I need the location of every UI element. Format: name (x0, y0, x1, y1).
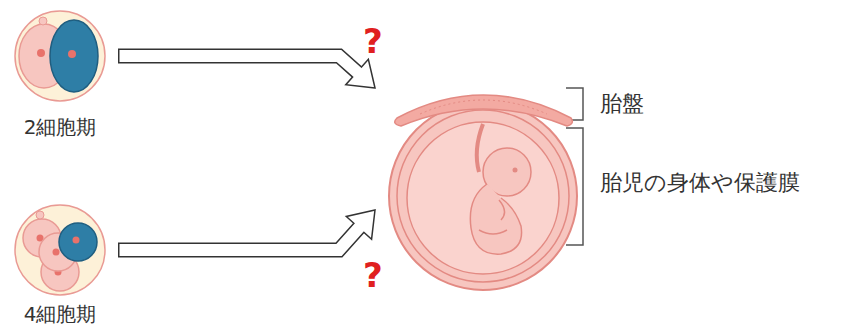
part-label: 胎児の身体や保護膜 (600, 170, 800, 196)
embryo-two-cell: 2細胞期 (10, 4, 110, 144)
question-mark: ? (363, 258, 383, 292)
embryo-illustration (10, 198, 110, 302)
arrow-fill (120, 56, 359, 73)
hollow-arrow (118, 56, 375, 88)
embryo-illustration (10, 4, 110, 108)
stage-label: 2細胞期 (10, 115, 110, 139)
question-mark: ? (363, 24, 383, 58)
bracket (566, 88, 583, 120)
hollow-arrow (118, 210, 375, 250)
arrow-fill (120, 226, 361, 250)
part-label: 胎盤 (600, 91, 644, 117)
embryo-four-cell: 4細胞期 (10, 198, 110, 327)
stage-label: 4細胞期 (10, 302, 110, 326)
fetus: 胎盤 胎児の身体や保護膜 (375, 80, 852, 295)
